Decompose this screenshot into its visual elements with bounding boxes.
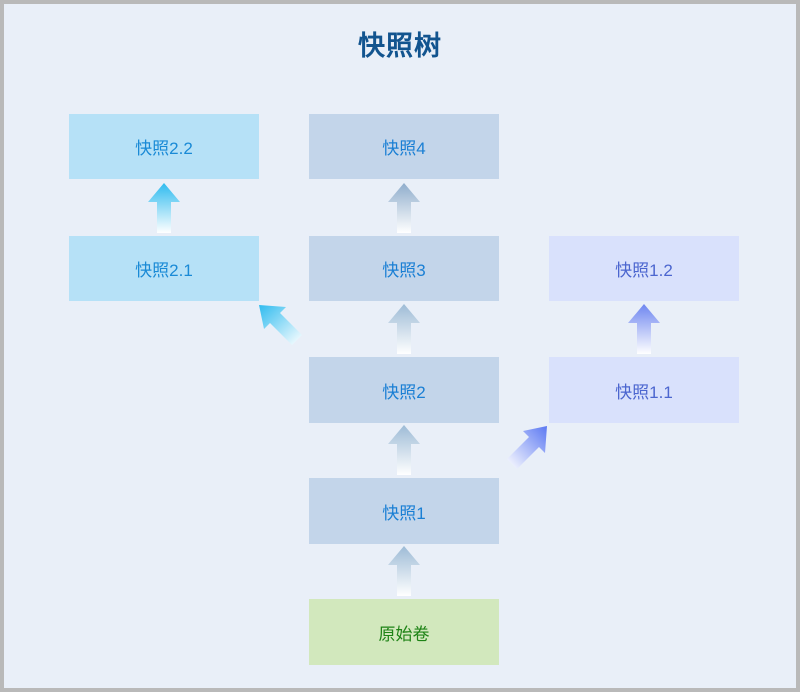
node-label: 快照2 [382, 382, 426, 402]
arrow-up-left-icon [256, 302, 308, 354]
node-label: 快照2.2 [135, 139, 193, 158]
node-label: 快照1.1 [615, 382, 673, 402]
node-label: 快照4 [382, 139, 426, 158]
node-snap12[interactable]: 快照1.2 [549, 236, 739, 301]
node-label: 快照3 [382, 261, 426, 280]
page-title: 快照树 [358, 31, 442, 61]
arrow-up-right-icon [498, 423, 550, 475]
node-label: 快照1.2 [615, 261, 673, 280]
arrow-up-icon [387, 424, 421, 476]
arrow-up-icon [387, 303, 421, 355]
arrow-up-icon [627, 303, 661, 355]
node-origin[interactable]: 原始卷 [309, 599, 499, 665]
node-label: 原始卷 [378, 624, 430, 644]
node-snap4[interactable]: 快照4 [309, 114, 499, 179]
node-snap11[interactable]: 快照1.1 [549, 357, 739, 423]
node-snap1[interactable]: 快照1 [309, 478, 499, 544]
node-label: 快照1 [382, 503, 426, 523]
node-label: 快照2.1 [135, 261, 193, 280]
arrow-up-icon [387, 545, 421, 597]
node-snap2[interactable]: 快照2 [309, 357, 499, 423]
node-snap3[interactable]: 快照3 [309, 236, 499, 301]
arrow-up-icon [387, 182, 421, 234]
arrow-up-icon [147, 182, 181, 234]
node-snap22[interactable]: 快照2.2 [69, 114, 259, 179]
node-snap21[interactable]: 快照2.1 [69, 236, 259, 301]
